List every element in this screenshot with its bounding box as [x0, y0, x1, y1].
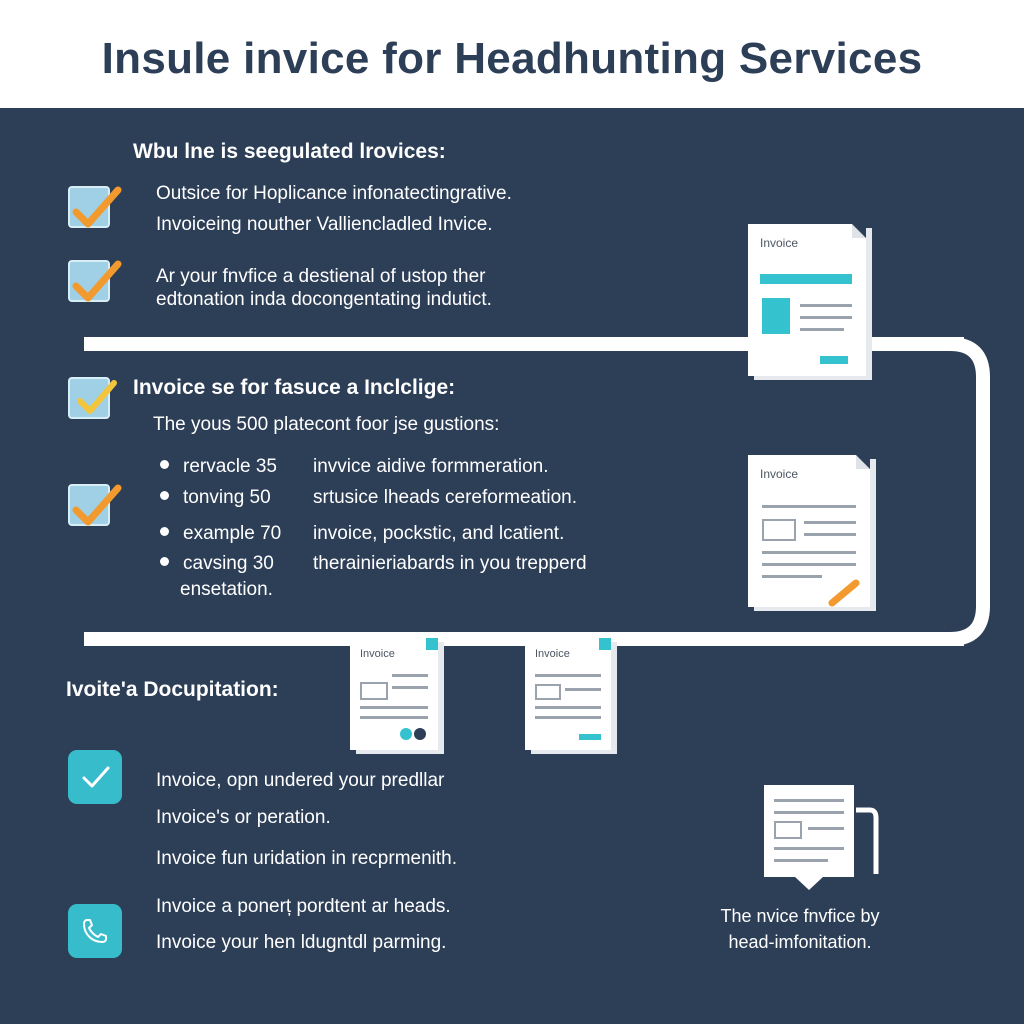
bullet-label: tonving 50 — [183, 487, 271, 508]
check-icon — [77, 380, 117, 414]
text-line — [774, 811, 844, 814]
section1-item2-line2: edtonation inda docongentating indutict. — [156, 289, 492, 310]
flow-line-curve — [940, 337, 990, 646]
invoice-doc-label: Invoice — [535, 648, 570, 660]
arrow-icon — [820, 356, 848, 364]
page-title: Insule invice for Headhunting Services — [101, 34, 923, 83]
bracket-line — [856, 807, 879, 874]
text-line — [774, 859, 828, 862]
text-line — [535, 716, 601, 719]
bullet-text-continued: ensetation. — [180, 579, 273, 600]
invoice-doc-label: Invoice — [760, 467, 799, 481]
flow-line-bottom — [84, 632, 964, 646]
speech-pointer — [794, 876, 824, 890]
text-line — [804, 533, 856, 536]
check-icon — [72, 260, 122, 302]
checkbox-checked-icon — [68, 186, 122, 228]
check-icon — [68, 750, 122, 804]
section3-item5: Invoice your hen ldugntdl parming. — [156, 932, 447, 953]
invoice-doc-image — [762, 298, 790, 334]
section1-item1-line1: Outsice for Hoplicance infonatectingrati… — [156, 183, 512, 204]
bullet-label: cavsing 30 — [183, 553, 274, 574]
text-line — [535, 674, 601, 677]
check-icon-glyph — [82, 766, 110, 788]
page-fold — [599, 638, 611, 650]
bullet-label: example 70 — [183, 523, 282, 544]
invoice-doc-label: Invoice — [360, 648, 395, 660]
section1-item1-line2: Invoiceing nouther Valliencladled Invice… — [156, 214, 493, 235]
text-line — [762, 551, 856, 554]
invoice-doc-box — [774, 821, 802, 839]
invoice-document-icon: Invoice — [525, 638, 611, 750]
section3-heading: Ivoite'a Docupitation: — [66, 678, 279, 701]
bullet-text: invvice aidive formmeration. — [313, 456, 549, 477]
list-item: rervacle 35 invvice aidive formmeration. — [160, 456, 548, 478]
invoice-doc-label: Invoice — [760, 236, 799, 250]
checkbox-checked-icon — [68, 377, 117, 419]
text-line — [392, 674, 428, 677]
invoice-doc-box — [360, 682, 388, 700]
page-fold — [852, 224, 866, 238]
text-line — [535, 706, 601, 709]
arrow-icon — [579, 734, 601, 740]
section2-heading: Invoice se for fasuce a Inclclige: — [133, 376, 456, 399]
text-line — [762, 563, 856, 566]
section3-item2: Invoice's or peration. — [156, 807, 331, 828]
page-fold — [426, 638, 438, 650]
list-item: tonving 50 srtusice lheads cereformeation… — [160, 487, 577, 509]
invoice-document-icon: Invoice — [748, 455, 870, 607]
section3-item3: Invoice fun uridation in recprmenith. — [156, 848, 457, 869]
list-item: cavsing 30 therainieriabards in you trepp… — [160, 553, 587, 575]
header-banner — [0, 0, 1024, 108]
text-line — [360, 706, 428, 709]
section1-heading: Wbu lne is seegulated lrovices: — [133, 140, 446, 163]
section3-item1: Invoice, opn undered your predllar — [156, 770, 445, 791]
pencil-icon — [828, 579, 860, 607]
section2-intro: The yous 500 platecont foor jse gustions… — [153, 414, 500, 435]
invoice-doc-box — [535, 684, 561, 700]
bullet-text: srtusice lheads cereformeation. — [313, 487, 578, 508]
text-line — [360, 716, 428, 719]
section3-item4: Invoice a ponerț pordtent ar heads. — [156, 896, 451, 917]
bullet-icon — [160, 491, 169, 501]
bullet-text: invoice, pockstic, and lcatient. — [313, 523, 565, 544]
checkbox-checked-icon — [68, 260, 122, 302]
text-line — [392, 686, 428, 689]
text-line — [762, 505, 856, 508]
text-line — [800, 328, 844, 331]
check-icon — [72, 484, 122, 526]
check-icon — [72, 186, 122, 228]
bullet-text: therainieriabards in you trepperd — [313, 553, 587, 574]
text-line — [774, 847, 844, 850]
text-line — [804, 521, 856, 524]
bullet-icon — [160, 527, 169, 537]
caption-line1: The nvice fnvfice by — [720, 906, 880, 926]
bullet-icon — [160, 557, 169, 567]
invoice-document-icon: Invoice — [748, 224, 866, 376]
text-line — [762, 575, 822, 578]
dot-icon — [400, 728, 412, 740]
bullet-label: rervacle 35 — [183, 456, 277, 477]
text-line — [800, 316, 852, 319]
text-line — [800, 304, 852, 307]
invoice-doc-bar — [760, 274, 852, 284]
list-item: example 70 invoice, pockstic, and lcatien… — [160, 523, 564, 545]
caption-line2: head-imfonitation. — [728, 932, 872, 952]
invoice-doc-box — [762, 519, 796, 541]
dot-icon — [414, 728, 426, 740]
page-fold — [856, 455, 870, 469]
text-line — [808, 827, 844, 830]
phone-icon-glyph — [83, 919, 107, 943]
text-line — [565, 688, 601, 691]
bullet-icon — [160, 460, 169, 470]
invoice-document-icon: Invoice — [350, 638, 438, 750]
text-line — [774, 799, 844, 802]
flow-line-top — [84, 337, 964, 351]
phone-icon — [68, 904, 122, 958]
section1-item2-line1: Ar your fnvfice a destienal of ustop the… — [156, 266, 486, 287]
checkbox-checked-icon — [68, 484, 122, 526]
invoice-document-icon — [764, 785, 854, 877]
